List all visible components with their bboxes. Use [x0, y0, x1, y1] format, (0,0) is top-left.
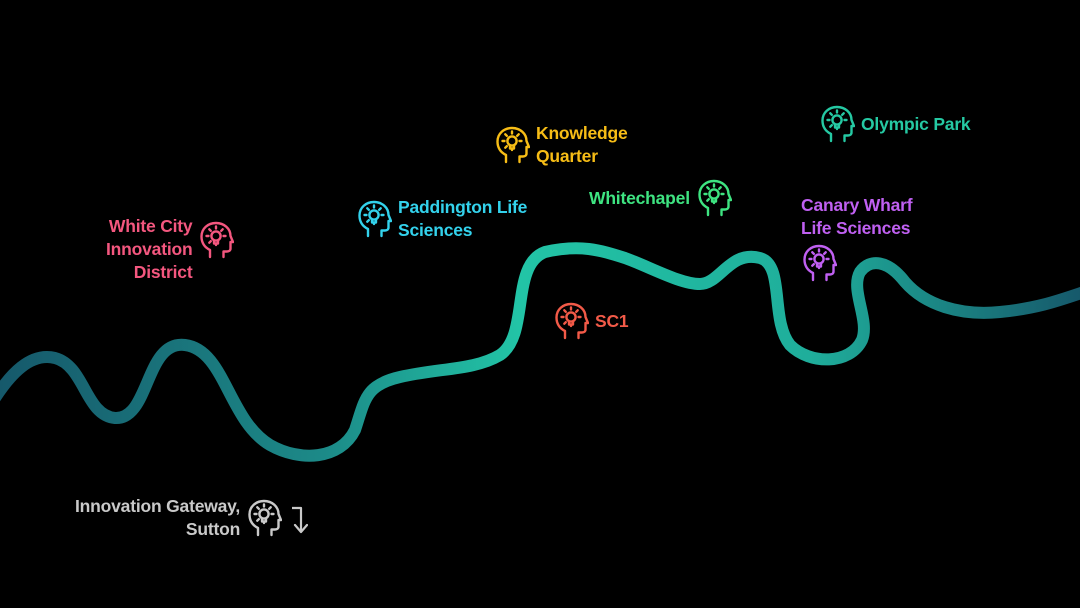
head-lightbulb-icon [356, 200, 392, 238]
location-whitechapel[interactable]: Whitechapel [589, 179, 732, 217]
head-lightbulb-icon [696, 179, 732, 217]
arrow-down-icon [292, 506, 309, 534]
location-label: Canary Wharf Life Sciences [801, 195, 913, 238]
location-label: Innovation Gateway, Sutton [75, 496, 241, 539]
location-label: White City Innovation District [106, 216, 193, 282]
head-lightbulb-icon [198, 221, 235, 259]
head-lightbulb-icon [494, 126, 530, 164]
location-olympic-park[interactable]: Olympic Park [819, 105, 971, 143]
location-label: Knowledge Quarter [536, 123, 628, 166]
location-innovation-gateway-sutton[interactable]: Innovation Gateway, Sutton [75, 495, 309, 541]
location-sc1[interactable]: SC1 [553, 302, 629, 340]
location-paddington[interactable]: Paddington Life Sciences [356, 196, 527, 242]
location-knowledge-quarter[interactable]: Knowledge Quarter [494, 122, 628, 168]
location-label: SC1 [595, 310, 629, 331]
head-lightbulb-icon [553, 302, 589, 340]
location-white-city[interactable]: White City Innovation District [106, 215, 235, 284]
location-label: Paddington Life Sciences [398, 197, 528, 240]
location-label: Whitechapel [589, 187, 690, 208]
head-lightbulb-icon [246, 499, 283, 537]
head-lightbulb-icon [801, 244, 837, 282]
location-canary-wharf[interactable]: Canary Wharf Life Sciences [801, 194, 913, 282]
head-lightbulb-icon [819, 105, 855, 143]
location-label: Olympic Park [861, 113, 971, 134]
